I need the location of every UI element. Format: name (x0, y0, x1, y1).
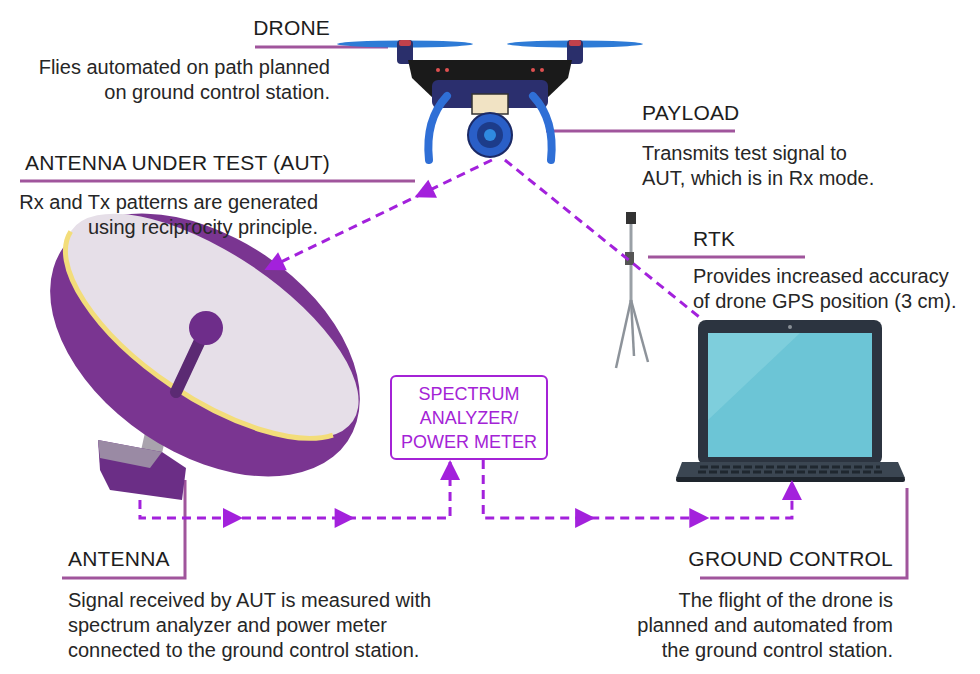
laptop-screen-frame (698, 320, 882, 465)
signal-connector (483, 460, 802, 528)
arrow-head (782, 480, 802, 500)
process-box: SPECTRUM ANALYZER/ POWER METER (390, 375, 548, 460)
callout-text: Flies automated on path planned on groun… (25, 55, 330, 105)
motor-cap (569, 40, 581, 46)
rtk-node: RTKProvides increased accuracy of drone … (612, 210, 652, 370)
box-label: SPECTRUM ANALYZER/ POWER METER (396, 382, 542, 454)
landing-leg (533, 96, 552, 160)
callout-text: Provides increased accuracy of drone GPS… (693, 264, 959, 314)
payload-lens (484, 129, 496, 141)
payload-lens (477, 122, 503, 148)
dish-shell (2, 159, 408, 530)
status-light (445, 68, 449, 72)
laptop-base (676, 462, 905, 478)
gimbal-mount (472, 94, 508, 114)
tripod-leg (616, 300, 631, 368)
laptop-illustration (676, 320, 905, 482)
drone-illustration (337, 40, 643, 160)
leader-line (648, 256, 805, 259)
antenna-node: ANTENNA UNDER TEST (AUT)Rx and Tx patter… (55, 270, 350, 500)
callout-text: Transmits test signal to AUT, which is i… (642, 141, 887, 191)
screen-highlight (708, 333, 800, 420)
status-light (540, 68, 544, 72)
callout-heading: GROUND CONTROL (680, 546, 893, 571)
ground-control-node: GROUND CONTROLThe flight of the drone is… (678, 320, 905, 480)
payload-sphere (468, 113, 512, 157)
status-light (531, 68, 535, 72)
feed-horn (189, 311, 223, 345)
arrow-head (335, 508, 355, 528)
signal-connector (140, 460, 460, 528)
callout-heading: DRONE (200, 15, 330, 40)
callout-text: The flight of the drone is planned and a… (625, 588, 893, 663)
dashed-line (483, 460, 792, 518)
leader-lines (20, 47, 907, 578)
callout-text: Rx and Tx patterns are generated using r… (13, 190, 318, 240)
tripod-leg (631, 300, 648, 362)
rtk-tripod-illustration (616, 212, 648, 368)
arrow-head (415, 180, 437, 198)
leader-line (20, 180, 415, 183)
arrow-head (689, 508, 709, 528)
motor-cap (399, 40, 411, 46)
arrow-head (264, 252, 286, 270)
callout-heading: ANTENNA (68, 546, 268, 571)
arrow-head (440, 460, 460, 480)
laptop-screen (708, 333, 872, 457)
status-light (436, 68, 440, 72)
dashed-line (264, 160, 491, 270)
tripod-leg (631, 300, 634, 356)
leader-line (546, 130, 735, 133)
arrow-head (223, 508, 243, 528)
arrow-head (575, 508, 595, 528)
callout-heading: PAYLOAD (642, 100, 842, 125)
drone-node: DRONEFlies automated on path planned on … (340, 38, 650, 160)
laptop-camera (788, 325, 792, 329)
callout-text: Signal received by AUT is measured with … (68, 588, 463, 663)
signal-connector (264, 160, 491, 270)
laptop-lip (676, 477, 905, 482)
dashed-line (140, 460, 450, 518)
gps-receiver (626, 212, 636, 224)
landing-leg (428, 96, 447, 160)
callout-heading: RTK (693, 226, 793, 251)
dish-antenna-illustration (2, 159, 408, 530)
callout-heading: ANTENNA UNDER TEST (AUT) (25, 150, 325, 175)
antenna-base-top (98, 440, 162, 468)
keyboard-keys (700, 466, 880, 469)
keyboard-keys (698, 471, 884, 474)
